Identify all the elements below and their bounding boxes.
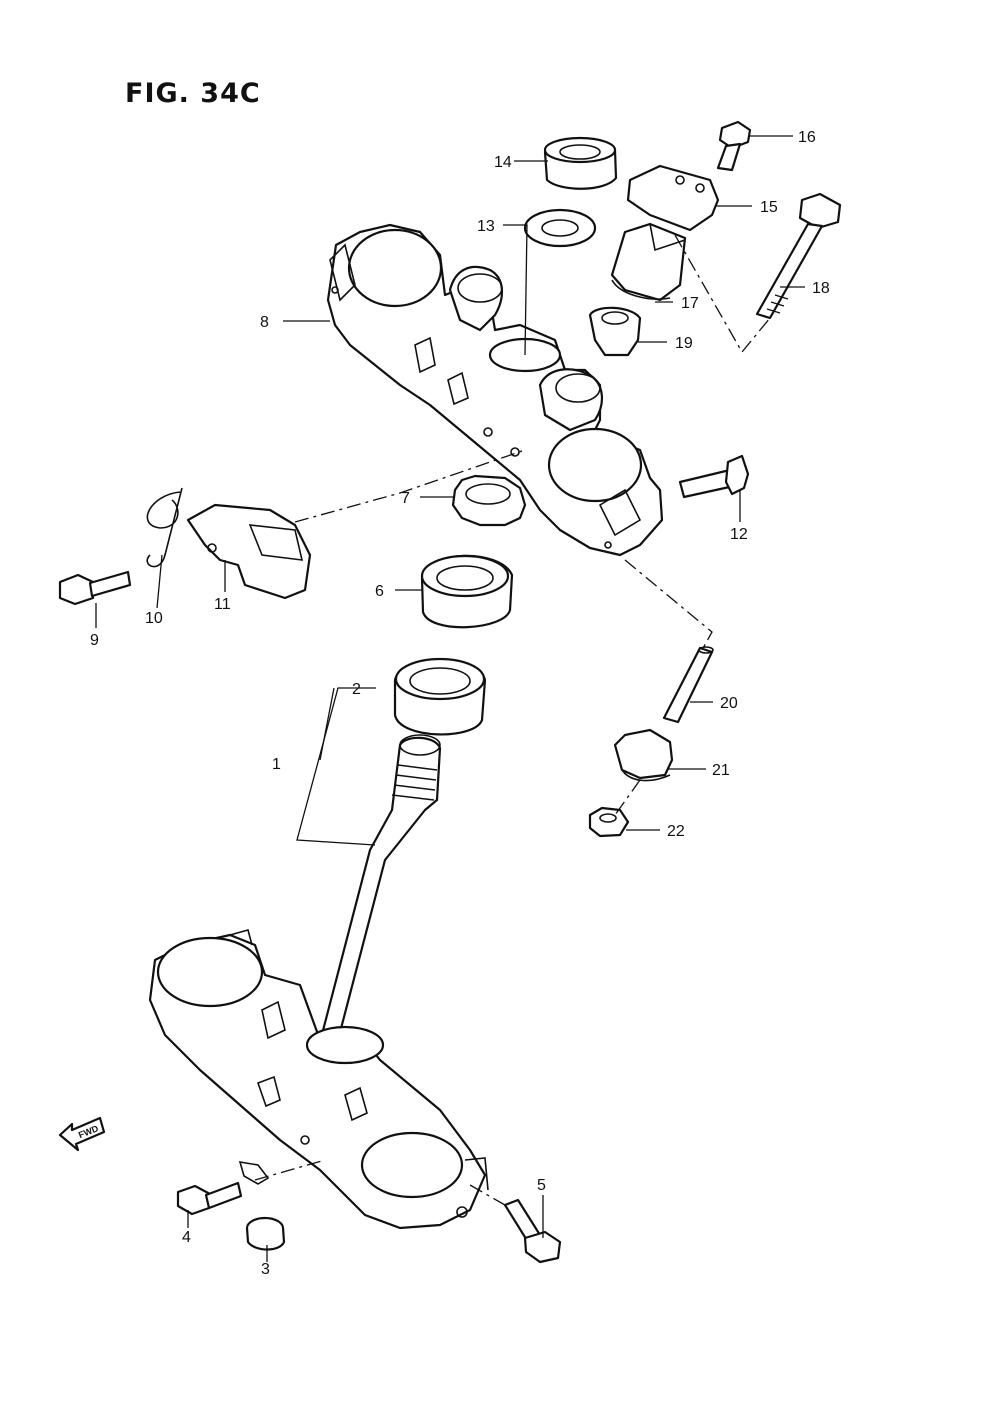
leader-lines (95, 135, 805, 1262)
part-19-cushion (588, 306, 642, 357)
connector-line-11 (294, 449, 526, 523)
part-20-pin (662, 646, 714, 724)
callout-18: 18 (812, 280, 830, 297)
callout-3: 3 (261, 1261, 270, 1278)
fwd-arrow-icon: FWD (58, 1116, 106, 1152)
callout-20: 20 (720, 695, 738, 712)
callout-22: 22 (667, 823, 685, 840)
callout-numbers: 2 1 3 4 5 6 7 8 9 10 11 12 13 14 15 16 1… (90, 129, 830, 1278)
callout-1: 1 (272, 756, 281, 773)
callout-17: 17 (681, 295, 699, 312)
callout-21: 21 (712, 762, 730, 779)
callout-15: 15 (760, 199, 778, 216)
callout-7: 7 (401, 490, 410, 507)
part-16-bolt (716, 120, 752, 172)
callout-8: 8 (260, 314, 269, 331)
part-10-clip (146, 487, 183, 568)
part-22-nut (588, 806, 630, 838)
callout-2: 2 (352, 681, 361, 698)
part-21-cushion (613, 728, 674, 782)
connector-line-5 (469, 1184, 506, 1206)
upper-bracket (326, 223, 664, 557)
connector-line-20 (624, 559, 713, 651)
part-4-bolt (176, 1181, 243, 1216)
part-13-washer (523, 208, 597, 248)
part-9-bolt (58, 570, 132, 606)
callout-9: 9 (90, 632, 99, 649)
callout-4: 4 (182, 1229, 191, 1246)
callout-10: 10 (145, 610, 163, 627)
part-15-handlebar-clamp (626, 164, 720, 232)
callout-14: 14 (494, 154, 512, 171)
callout-11: 11 (214, 596, 231, 613)
part-1-steering-stem (148, 734, 489, 1230)
figure-title: FIG. 34C (125, 78, 261, 109)
part-12-bolt (678, 454, 750, 499)
part-2-bearing (393, 657, 487, 736)
connector-line-22 (614, 779, 641, 816)
part-6-bearing (420, 554, 514, 629)
callout-16: 16 (798, 129, 816, 146)
part-17-holder (610, 222, 687, 302)
callout-19: 19 (675, 335, 693, 352)
part-18-long-bolt (755, 192, 842, 320)
part-11-plate (186, 503, 312, 600)
connector-line-18 (674, 234, 771, 354)
part-7-steering-nut (451, 474, 527, 527)
part-14-nut (543, 136, 618, 190)
part-5-bolt (503, 1198, 562, 1264)
callout-6: 6 (375, 583, 384, 600)
part-3-grommet (238, 1161, 286, 1251)
callout-5: 5 (537, 1177, 546, 1194)
callout-12: 12 (730, 526, 748, 543)
callout-13: 13 (477, 218, 495, 235)
connector-line-3 (254, 1159, 326, 1181)
